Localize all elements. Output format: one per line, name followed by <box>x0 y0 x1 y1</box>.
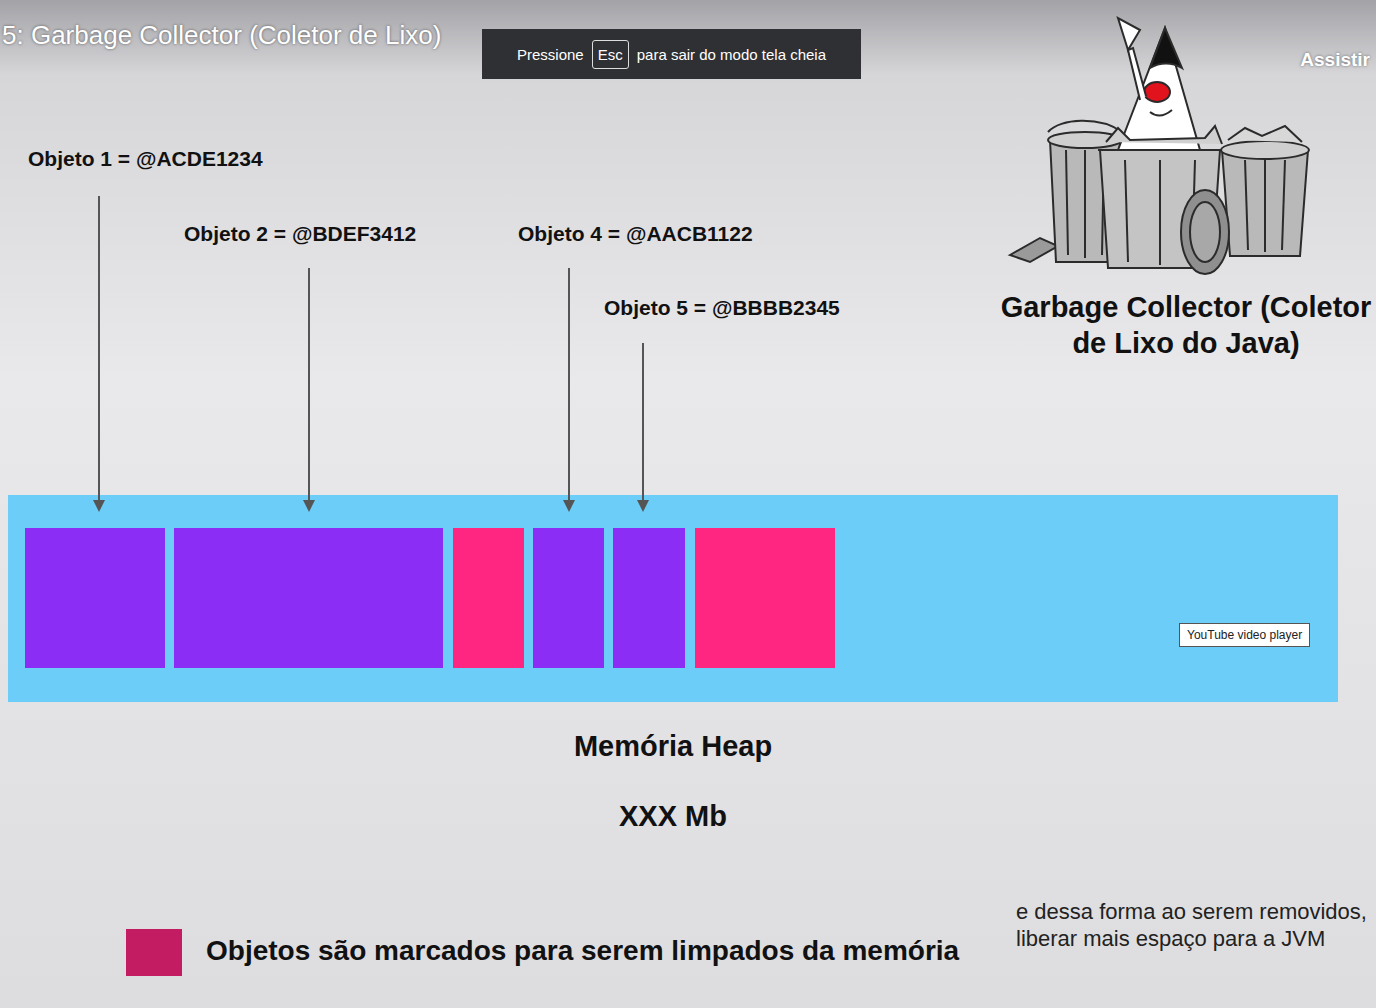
video-title: 5: Garbage Collector (Coletor de Lixo) <box>2 20 441 51</box>
fullscreen-hint: Pressione para sair do modo tela cheia Esc <box>482 29 861 79</box>
legend-text: Objetos são marcados para serem limpados… <box>206 935 959 967</box>
marked-block <box>453 528 524 668</box>
memory-block <box>174 528 443 668</box>
memory-block <box>533 528 604 668</box>
hint-text: Pressione <box>517 46 584 63</box>
heap-size: XXX Mb <box>8 800 1338 833</box>
memory-block <box>613 528 685 668</box>
illustration-caption: Garbage Collector (Coletor de Lixo do Ja… <box>1000 289 1372 361</box>
object-label: Objeto 5 = @BBBB2345 <box>604 296 840 320</box>
memory-block <box>25 528 165 668</box>
heap-band: Memória HeapXXX MbYouTube video player <box>8 495 1338 702</box>
tooltip-text: YouTube video player <box>1187 628 1302 642</box>
object-label: Objeto 1 = @ACDE1234 <box>28 147 263 171</box>
hint-text: para sair do modo tela cheia <box>637 46 826 63</box>
heap-band <box>8 495 1338 702</box>
object-label: Objeto 2 = @BDEF3412 <box>184 222 416 246</box>
note-text: e dessa forma ao serem removidos, libera… <box>1016 898 1370 952</box>
key-text: Esc <box>598 46 623 63</box>
key-cap: Esc <box>592 40 629 69</box>
duke-trash-illustration <box>1010 18 1309 274</box>
watch-label: Assistir <box>1300 49 1370 71</box>
marked-block <box>695 528 835 668</box>
heap-title: Memória Heap <box>8 730 1338 763</box>
legend-swatch <box>126 929 182 976</box>
object-label: Objeto 4 = @AACB1122 <box>518 222 753 246</box>
tooltip: YouTube video player <box>1179 623 1310 647</box>
